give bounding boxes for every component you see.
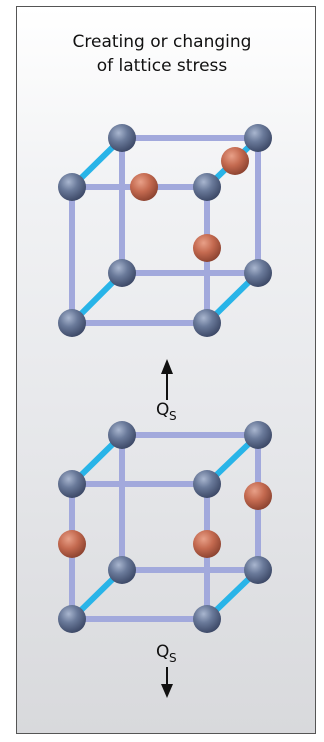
lattice-atom bbox=[108, 124, 136, 152]
lattice-atom bbox=[108, 556, 136, 584]
lattice-atom bbox=[193, 470, 221, 498]
lattice-cell-bottom bbox=[58, 421, 272, 633]
lattice-atom bbox=[244, 421, 272, 449]
lattice-atom bbox=[58, 173, 86, 201]
interstitial-atom bbox=[244, 482, 272, 510]
down-arrow-icon bbox=[161, 667, 173, 698]
qs-label-bottom: Q bbox=[156, 642, 169, 662]
lattice-cell-top bbox=[58, 124, 272, 337]
lattice-atom bbox=[193, 605, 221, 633]
interstitial-atom bbox=[130, 173, 158, 201]
lattice-atom bbox=[193, 309, 221, 337]
interstitial-atom bbox=[221, 147, 249, 175]
lattice-atom bbox=[58, 470, 86, 498]
title-line-1: Creating or changing bbox=[72, 32, 252, 52]
lattice-atom bbox=[58, 605, 86, 633]
lattice-atom bbox=[58, 309, 86, 337]
lattice-atom bbox=[244, 259, 272, 287]
interstitial-atom bbox=[193, 530, 221, 558]
interstitial-atom bbox=[193, 234, 221, 262]
lattice-atom bbox=[244, 556, 272, 584]
lattice-atom bbox=[244, 124, 272, 152]
lattice-atom bbox=[193, 173, 221, 201]
up-arrow-icon bbox=[161, 359, 173, 400]
qs-label-top: Q bbox=[156, 400, 169, 420]
title-line-2: of lattice stress bbox=[96, 56, 228, 76]
qs-subscript-top: S bbox=[169, 409, 177, 423]
lattice-atom bbox=[108, 421, 136, 449]
qs-subscript-bottom: S bbox=[169, 651, 177, 665]
interstitial-atom bbox=[58, 530, 86, 558]
lattice-atom bbox=[108, 259, 136, 287]
